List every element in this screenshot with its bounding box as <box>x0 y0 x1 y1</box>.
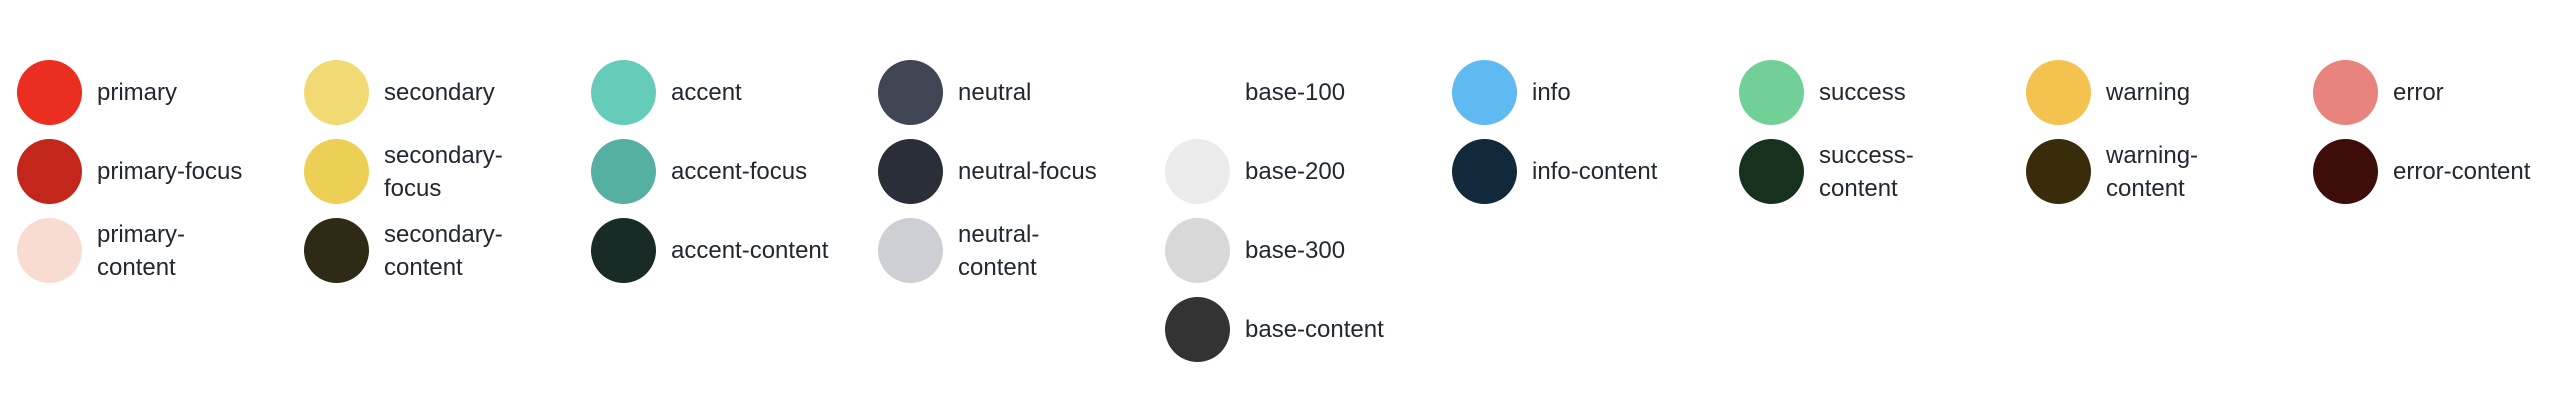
swatch-label: secondary-content <box>384 220 503 281</box>
swatch-secondary: secondary <box>304 60 591 125</box>
swatch-label: accent <box>671 79 742 106</box>
swatch-label: info <box>1532 79 1571 106</box>
color-column-info: info info-content <box>1452 60 1739 204</box>
swatch-label: warning <box>2106 79 2191 106</box>
swatch-primary-content: primary-content <box>17 218 304 283</box>
swatch-info-content: info-content <box>1452 139 1739 204</box>
swatch-base-300: base-300 <box>1165 218 1452 283</box>
swatch-label: success-content <box>1819 141 1914 202</box>
swatch-neutral-focus: neutral-focus <box>878 139 1165 204</box>
accent-color-dot <box>591 60 656 125</box>
swatch-label: primary-content <box>97 220 185 281</box>
base-200-color-dot <box>1165 139 1230 204</box>
swatch-accent: accent <box>591 60 878 125</box>
swatch-label: base-content <box>1245 316 1384 343</box>
warning-content-color-dot <box>2026 139 2091 204</box>
swatch-primary: primary <box>17 60 304 125</box>
swatch-accent-content: accent-content <box>591 218 878 283</box>
success-color-dot <box>1739 60 1804 125</box>
swatch-label: accent-content <box>671 237 829 264</box>
swatch-secondary-content: secondary-content <box>304 218 591 283</box>
error-color-dot <box>2313 60 2378 125</box>
swatch-label: base-100 <box>1245 79 1346 106</box>
swatch-base-content: base-content <box>1165 297 1452 362</box>
success-content-color-dot <box>1739 139 1804 204</box>
color-column-base: base-100 base-200 base-300 base-content <box>1165 60 1452 362</box>
accent-content-color-dot <box>591 218 656 283</box>
neutral-color-dot <box>878 60 943 125</box>
swatch-label: info-content <box>1532 158 1658 185</box>
swatch-info: info <box>1452 60 1739 125</box>
swatch-warning-content: warning-content <box>2026 139 2313 204</box>
swatch-label: error-content <box>2393 158 2531 185</box>
swatch-secondary-focus: secondary-focus <box>304 139 591 204</box>
swatch-label: neutral-focus <box>958 158 1097 185</box>
swatch-error: error <box>2313 60 2572 125</box>
swatch-label: warning-content <box>2106 141 2199 202</box>
color-column-accent: accent accent-focus accent-content <box>591 60 878 283</box>
primary-content-color-dot <box>17 218 82 283</box>
swatch-neutral: neutral <box>878 60 1165 125</box>
swatch-label: accent-focus <box>671 158 808 185</box>
base-content-color-dot <box>1165 297 1230 362</box>
swatch-label: neutral-content <box>958 220 1040 281</box>
swatch-label: primary <box>97 79 178 106</box>
swatch-success: success <box>1739 60 2026 125</box>
secondary-content-color-dot <box>304 218 369 283</box>
swatch-label: primary-focus <box>97 158 243 185</box>
swatch-success-content: success-content <box>1739 139 2026 204</box>
swatch-label: base-200 <box>1245 158 1346 185</box>
accent-focus-color-dot <box>591 139 656 204</box>
swatch-label: error <box>2393 79 2444 106</box>
swatch-neutral-content: neutral-content <box>878 218 1165 283</box>
color-column-warning: warning warning-content <box>2026 60 2313 204</box>
color-column-primary: primary primary-focus primary-content <box>17 60 304 283</box>
secondary-color-dot <box>304 60 369 125</box>
swatch-warning: warning <box>2026 60 2313 125</box>
swatch-error-content: error-content <box>2313 139 2572 204</box>
swatch-label: success <box>1819 79 1906 106</box>
swatch-accent-focus: accent-focus <box>591 139 878 204</box>
neutral-focus-color-dot <box>878 139 943 204</box>
color-column-success: success success-content <box>1739 60 2026 204</box>
swatch-label: neutral <box>958 79 1032 106</box>
swatch-base-200: base-200 <box>1165 139 1452 204</box>
primary-color-dot <box>17 60 82 125</box>
swatch-label: secondary <box>384 79 495 106</box>
swatch-base-100: base-100 <box>1165 60 1452 125</box>
primary-focus-color-dot <box>17 139 82 204</box>
warning-color-dot <box>2026 60 2091 125</box>
base-100-color-dot <box>1165 60 1230 125</box>
swatch-primary-focus: primary-focus <box>17 139 304 204</box>
secondary-focus-color-dot <box>304 139 369 204</box>
swatch-label: secondary-focus <box>384 141 503 202</box>
neutral-content-color-dot <box>878 218 943 283</box>
base-300-color-dot <box>1165 218 1230 283</box>
info-content-color-dot <box>1452 139 1517 204</box>
error-content-color-dot <box>2313 139 2378 204</box>
color-column-neutral: neutral neutral-focus neutral-content <box>878 60 1165 283</box>
color-column-error: error error-content <box>2313 60 2572 204</box>
swatch-label: base-300 <box>1245 237 1346 264</box>
info-color-dot <box>1452 60 1517 125</box>
color-column-secondary: secondary secondary-focus secondary-cont… <box>304 60 591 283</box>
